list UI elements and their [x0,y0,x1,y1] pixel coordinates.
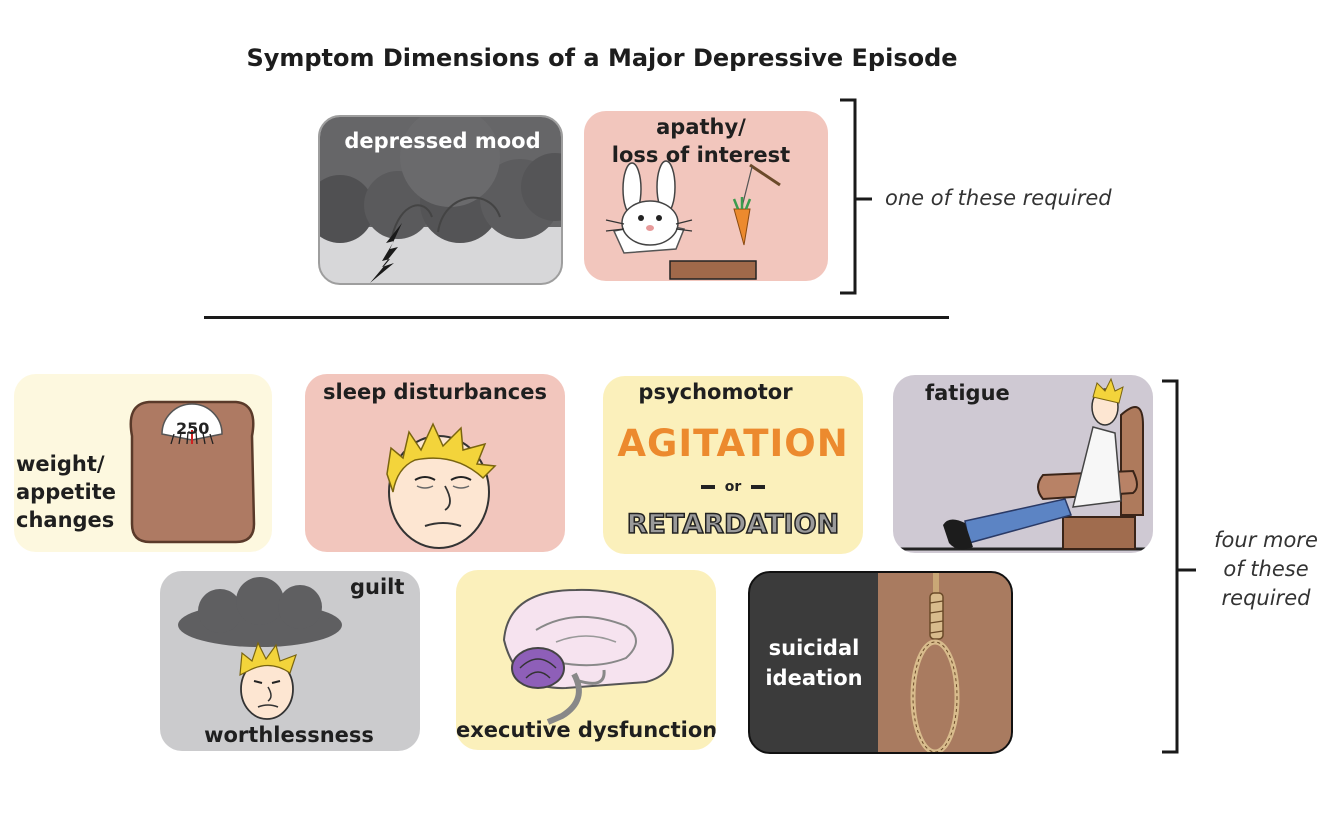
card-apathy: apathy/ loss of interest [584,111,828,281]
label-agitation: AGITATION [617,422,849,465]
label-worthlessness: worthlessness [204,723,374,747]
bunny-carrot-icon [605,160,781,280]
card-executive: executive dysfunction [456,570,716,750]
card-sleep: sleep disturbances [305,374,565,552]
tired-person-chair-icon [899,377,1147,551]
label-sleep: sleep disturbances [323,380,547,404]
label-suicidal-1: suicidal [768,636,860,660]
card-weight: 250 weight/ appetite changes [14,374,272,552]
label-weight-2: appetite [16,480,116,504]
tired-face-icon [386,422,497,549]
noose-icon [910,573,960,752]
label-fatigue: fatigue [925,381,1010,405]
or-separator: or [603,479,863,495]
card-guilt: guilt worthlessness [160,571,420,751]
noose-panel [878,573,1011,752]
storm-cloud-icon [320,117,561,283]
card-psychomotor: psychomotor AGITATION or RETARDATION [603,376,863,554]
divider-line [204,316,949,319]
label-suicidal-2: ideation [765,666,863,690]
label-depressed-mood: depressed mood [344,129,541,153]
card-suicidal: suicidal ideation [748,571,1013,754]
label-or: or [724,479,742,495]
note-four-more-3: required [1221,586,1311,610]
scale-number: 250 [176,419,210,438]
note-four-more-1: four more [1214,528,1318,552]
label-psychomotor: psychomotor [638,380,793,404]
label-executive: executive dysfunction [456,718,716,742]
page-title: Symptom Dimensions of a Major Depressive… [246,44,958,72]
note-four-more-2: of these [1223,557,1309,581]
bracket-four-more [1162,379,1196,754]
card-depressed-mood: depressed mood [318,115,563,285]
card-fatigue: fatigue [893,375,1153,553]
label-guilt: guilt [350,575,405,599]
scale-icon [129,400,256,544]
label-retardation: RETARDATION [626,508,840,541]
cloud-over-head-icon [178,577,342,720]
note-one-required: one of these required [885,186,1112,210]
label-apathy-1: apathy/ [656,115,746,139]
brain-icon [502,588,674,725]
label-apathy-2: loss of interest [611,143,791,167]
bracket-required [840,98,872,295]
label-weight-1: weight/ [16,452,105,476]
label-weight-3: changes [16,508,115,532]
